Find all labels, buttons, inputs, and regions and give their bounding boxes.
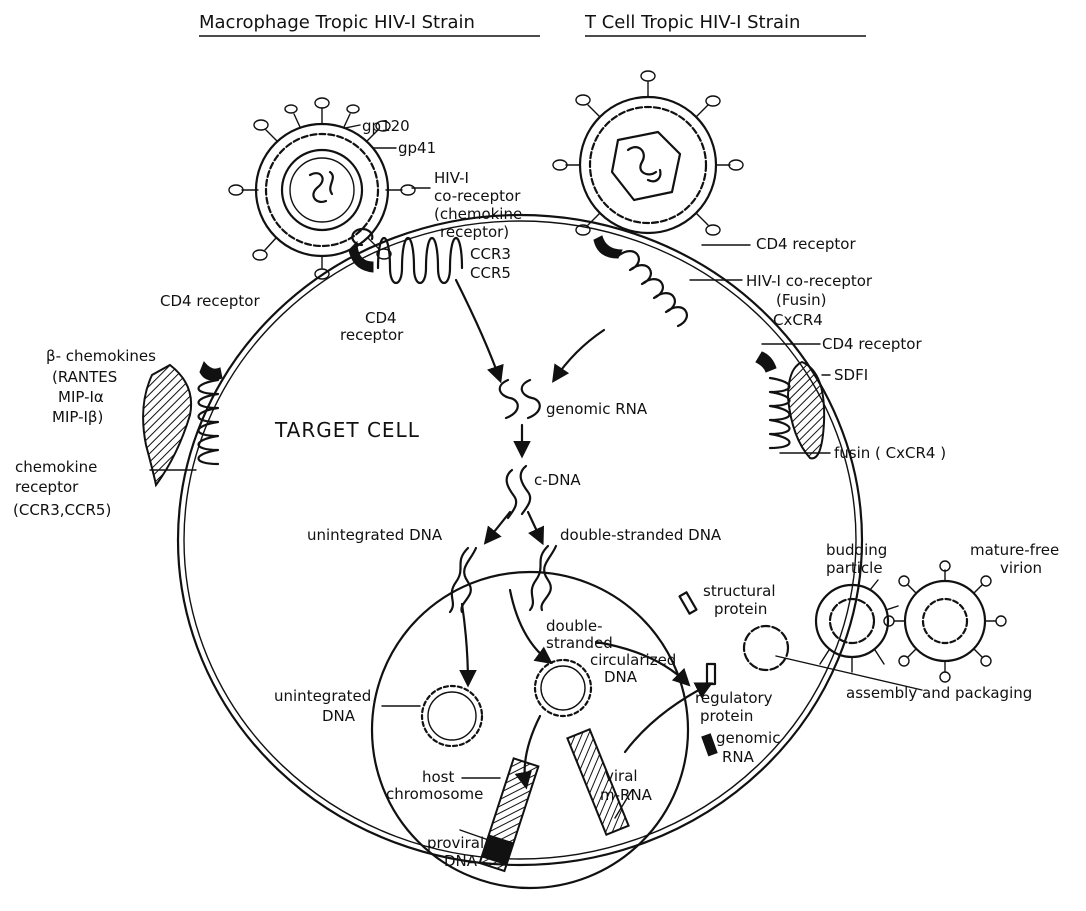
svg-text:(chemokine: (chemokine: [434, 205, 522, 223]
genomic-rna-strand-2: [522, 380, 540, 418]
mature-free-virion-shape: [884, 561, 1006, 682]
svg-text:protein: protein: [714, 600, 767, 618]
nucleus: [372, 572, 688, 888]
assembly-particle: [744, 626, 788, 670]
svg-text:(CCR3,CCR5): (CCR3,CCR5): [13, 501, 111, 519]
cdna-strand-2: [521, 466, 531, 514]
cd4-receptor-shape-left: [200, 362, 222, 380]
svg-text:DNA: DNA: [604, 668, 638, 686]
header-tcell-tropic: T Cell Tropic HIV-I Strain: [584, 12, 800, 33]
label-coreceptor-right: HIV-I co-receptor (Fusin) CxCR4: [746, 272, 873, 329]
svg-text:RNA: RNA: [722, 748, 755, 766]
svg-text:genomic: genomic: [716, 729, 780, 747]
svg-text:receptor: receptor: [340, 326, 404, 344]
chemokine-coreceptor-top-left: [378, 238, 462, 283]
svg-text:receptor: receptor: [15, 478, 79, 496]
cd4-receptor-shape-right: [756, 352, 776, 372]
label-gp120: gp120: [362, 117, 410, 135]
label-cd4-left: CD4 receptor: [160, 292, 260, 310]
label-cd4-top-right: CD4 receptor: [756, 235, 856, 253]
svg-text:protein: protein: [700, 707, 753, 725]
svg-text:particle: particle: [826, 559, 883, 577]
label-cd4-top-left: CD4 receptor: [340, 309, 404, 344]
svg-text:chemokine: chemokine: [15, 458, 97, 476]
circularized-dna: [535, 660, 591, 716]
svg-text:budding: budding: [826, 541, 887, 559]
svg-text:host: host: [422, 768, 454, 786]
svg-text:β- chemokines: β- chemokines: [46, 347, 156, 365]
svg-text:mature-free: mature-free: [970, 541, 1059, 559]
svg-text:virion: virion: [1000, 559, 1042, 577]
svg-text:CCR5: CCR5: [470, 264, 511, 282]
beta-chemokines-shape: [143, 365, 191, 485]
svg-text:unintegrated: unintegrated: [274, 687, 371, 705]
label-fusin: fusin ( CxCR4 ): [834, 444, 946, 462]
regulatory-protein-shape: [707, 664, 715, 684]
fusin-coreceptor-top-right: [618, 251, 687, 326]
svg-text:HIV-I: HIV-I: [434, 169, 469, 187]
label-sdf1: SDFI: [834, 366, 868, 384]
header-macrophage-tropic: Macrophage Tropic HIV-I Strain: [199, 12, 475, 33]
label-viral-mrna: viral m-RNA: [600, 767, 653, 804]
label-dsc-dna: double- stranded circularized DNA: [546, 617, 676, 686]
cd4-receptor-shape-top-right: [594, 236, 622, 258]
genomic-rna-shape: [702, 734, 717, 756]
svg-text:m-RNA: m-RNA: [600, 786, 653, 804]
label-regulatory-protein: regulatory protein: [695, 689, 773, 725]
svg-text:(Fusin): (Fusin): [776, 291, 827, 309]
svg-text:viral: viral: [605, 767, 638, 785]
cdna-strand-1: [507, 470, 517, 518]
svg-text:stranded: stranded: [546, 634, 613, 652]
svg-text:DNA: DNA: [444, 852, 478, 870]
tcell-tropic-virion: [553, 71, 743, 235]
label-genomic-rna: genomic RNA: [546, 400, 648, 418]
svg-text:CxCR4: CxCR4: [773, 311, 823, 329]
svg-text:structural: structural: [703, 582, 776, 600]
label-unintegrated-dna: unintegrated DNA: [307, 526, 443, 544]
label-ccr: CCR3 CCR5: [470, 245, 511, 282]
svg-text:co-receptor: co-receptor: [434, 187, 521, 205]
svg-text:double-: double-: [546, 617, 603, 635]
svg-text:chromosome: chromosome: [386, 785, 483, 803]
label-budding-particle: budding particle: [826, 541, 887, 577]
unintegrated-dna-helix: [450, 548, 476, 612]
genomic-rna-strand-1: [500, 380, 518, 418]
label-cd4-right: CD4 receptor: [822, 335, 922, 353]
label-proviral-dna: proviral DNA: [427, 834, 484, 870]
svg-text:proviral: proviral: [427, 834, 484, 852]
label-mature-virion: mature-free virion: [970, 541, 1059, 577]
svg-text:CD4: CD4: [365, 309, 397, 327]
label-assembly-packaging: assembly and packaging: [846, 684, 1032, 702]
fusin-right: [770, 378, 790, 448]
svg-text:MIP-Iα: MIP-Iα: [58, 388, 104, 406]
double-stranded-dna-helix: [530, 546, 556, 610]
label-cdna: c-DNA: [534, 471, 581, 489]
svg-text:CCR3: CCR3: [470, 245, 511, 263]
structural-protein-shape: [680, 592, 697, 613]
unintegrated-circular-dna: [422, 686, 482, 746]
label-structural-protein: structural protein: [703, 582, 776, 618]
host-chromosome-bar: [480, 758, 539, 871]
svg-text:regulatory: regulatory: [695, 689, 773, 707]
label-coreceptor-left: HIV-I co-receptor (chemokine receptor): [434, 169, 522, 241]
label-target-cell: TARGET CELL: [274, 418, 420, 442]
svg-text:(RANTES: (RANTES: [52, 368, 117, 386]
label-beta-chemokines: β- chemokines (RANTES MIP-Iα MIP-Iβ): [46, 347, 156, 426]
svg-text:HIV-I co-receptor: HIV-I co-receptor: [746, 272, 873, 290]
svg-text:DNA: DNA: [322, 707, 356, 725]
unintegrated-circular-dna-inner: [428, 692, 476, 740]
label-chemokine-receptor: chemokine receptor (CCR3,CCR5): [13, 458, 111, 519]
label-unintegrated-dna-nucleus: unintegrated DNA: [274, 687, 371, 725]
svg-text:circularized: circularized: [590, 651, 676, 669]
cd4-receptor-shape-top-left: [349, 242, 373, 272]
circularized-dna-inner: [541, 666, 585, 710]
label-gp41: gp41: [398, 139, 436, 157]
svg-text:receptor): receptor): [440, 223, 509, 241]
svg-text:MIP-Iβ): MIP-Iβ): [52, 408, 103, 426]
label-host-chromosome: host chromosome: [386, 768, 483, 803]
sdf1-shape: [788, 362, 824, 458]
label-double-stranded-dna: double-stranded DNA: [560, 526, 722, 544]
